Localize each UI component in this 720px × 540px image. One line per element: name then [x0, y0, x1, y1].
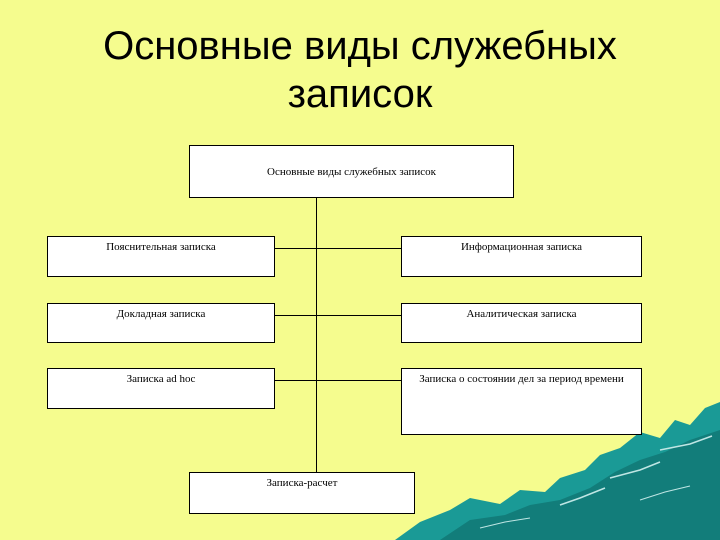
slide-title-line-1: Основные виды служебных [103, 24, 617, 68]
trunk-line [316, 197, 317, 473]
connector-line-row-3 [274, 380, 402, 381]
node-ad-hoc-note: Записка ad hoc [47, 368, 275, 409]
node-analytical-note: Аналитическая записка [401, 303, 642, 343]
node-label: Информационная записка [460, 241, 583, 253]
connector-line-row-2 [274, 315, 402, 316]
node-label: Записка о состоянии дел за период времен… [419, 373, 624, 385]
node-explanatory-note: Пояснительная записка [47, 236, 275, 277]
node-report-note: Докладная записка [47, 303, 275, 343]
node-label: Записка ad hoc [126, 373, 196, 385]
node-label: Записка-расчет [266, 477, 338, 489]
node-label: Пояснительная записка [106, 241, 216, 253]
node-label: Докладная записка [116, 308, 206, 320]
connector-line-row-1 [274, 248, 402, 249]
root-node: Основные виды служебных записок [189, 145, 514, 198]
node-calculation-note: Записка-расчет [189, 472, 415, 514]
slide-title: Основные виды служебных записок [0, 22, 720, 118]
node-information-note: Информационная записка [401, 236, 642, 277]
node-status-note: Записка о состоянии дел за период времен… [401, 368, 642, 435]
root-node-label: Основные виды служебных записок [267, 165, 436, 178]
slide-title-line-2: записок [287, 72, 433, 116]
node-label: Аналитическая записка [466, 308, 577, 320]
